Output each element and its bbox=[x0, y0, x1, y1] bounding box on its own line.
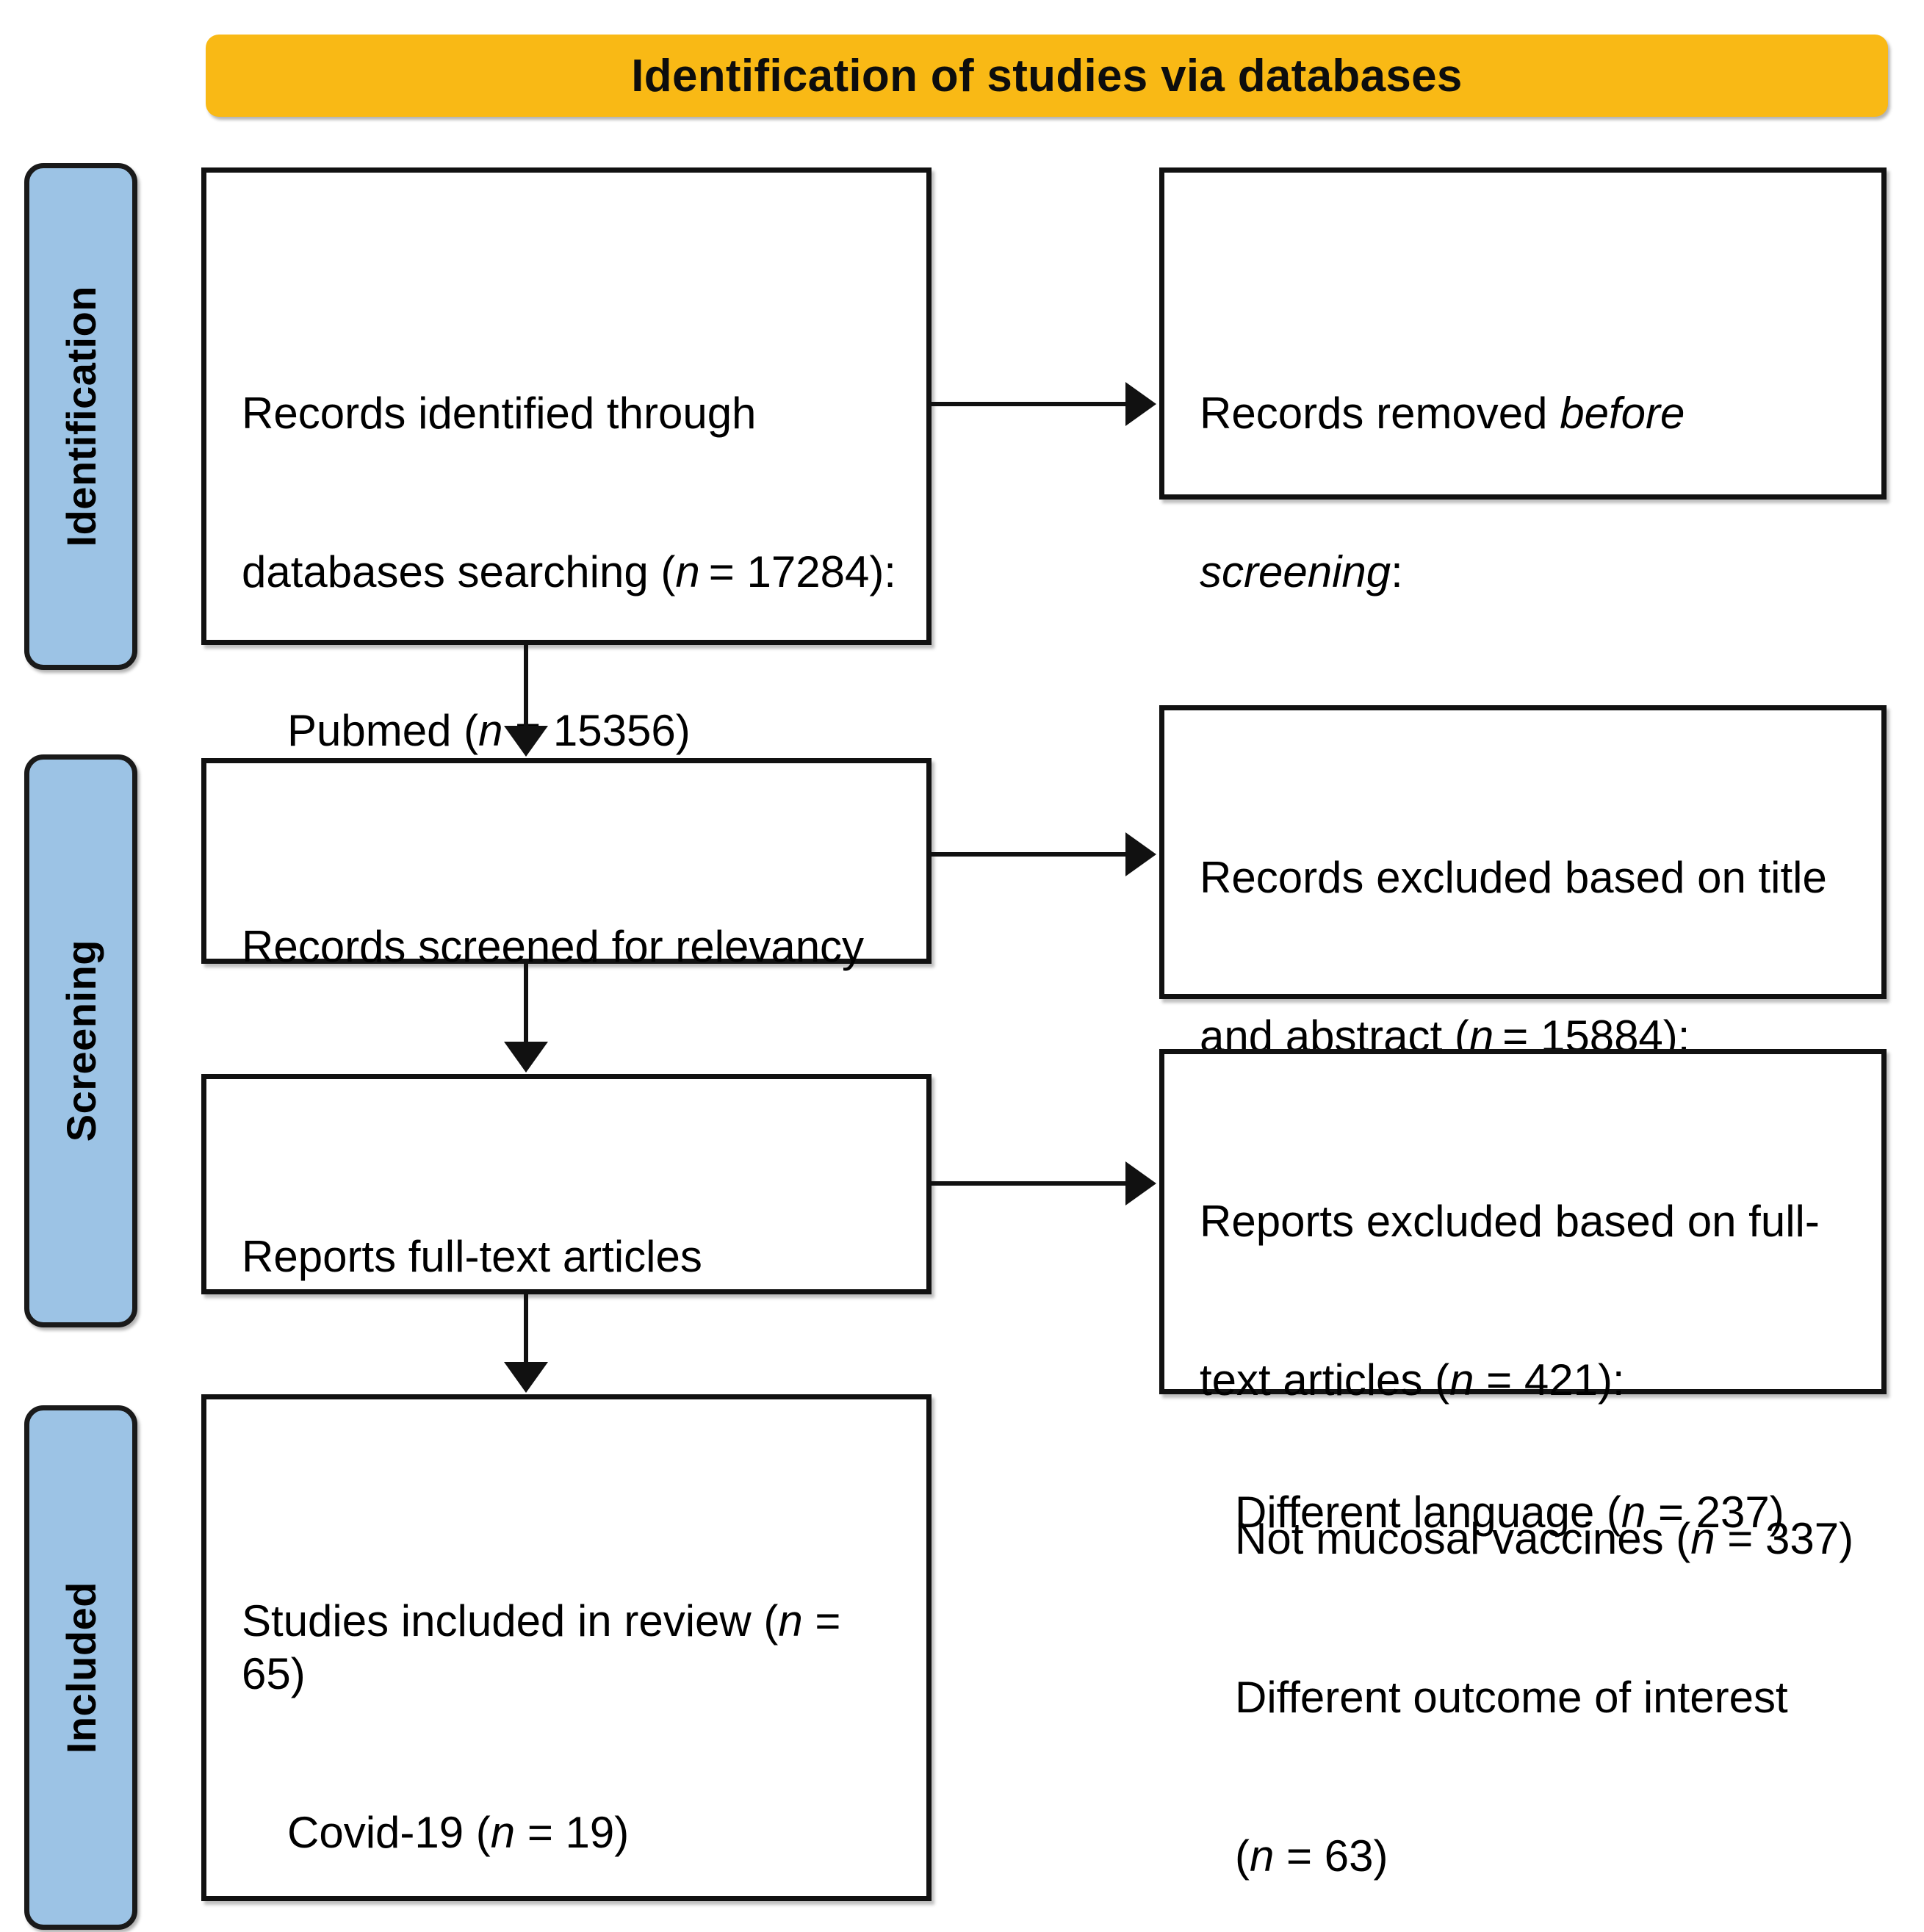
line-1: Records removed before bbox=[1200, 389, 1685, 438]
line-1: Reports full-text articles bbox=[242, 1232, 702, 1281]
line-3: Pubmed (n = 15356) bbox=[287, 706, 691, 755]
line-1: Studies included in review (n = 65) bbox=[242, 1596, 854, 1698]
line-1: Records excluded based on title bbox=[1200, 853, 1827, 902]
line-5: Different language (n = 237) bbox=[1235, 1488, 1784, 1537]
flow-box-reports-excluded-fulltext: Reports excluded based on full- text art… bbox=[1159, 1049, 1887, 1881]
line-2: Covid-19 (n = 19) bbox=[287, 1808, 630, 1857]
stage-label-screening: Screening bbox=[24, 754, 137, 1327]
diagram-header-banner: Identification of studies via databases bbox=[206, 35, 1888, 117]
line-2: screening: bbox=[1200, 547, 1403, 596]
studies-included-text: Studies included in review (n = 65) Covi… bbox=[242, 1489, 912, 1932]
line-1: Reports excluded based on full- bbox=[1200, 1197, 1820, 1246]
arrow-head-right-icon bbox=[1125, 1161, 1156, 1205]
arrow-head-right-icon bbox=[1125, 382, 1156, 426]
line-1: Records identified through bbox=[242, 389, 757, 438]
page-title: Identification of studies via databases bbox=[631, 50, 1463, 101]
connector-fulltext-to-excluded-fulltext bbox=[932, 1181, 1128, 1186]
stage-label-text: Identification bbox=[57, 286, 104, 547]
stage-label-identification: Identification bbox=[24, 163, 137, 670]
line-3: Not mucosal vaccines (n = 337) bbox=[1235, 1514, 1854, 1563]
reports-excluded-fulltext-text: Reports excluded based on full- text art… bbox=[1200, 1089, 1867, 1932]
connector-fulltext-to-included bbox=[524, 1294, 528, 1366]
connector-screened-to-fulltext bbox=[524, 964, 528, 1046]
line-2: databases searching (n = 17284): bbox=[242, 547, 896, 596]
line-2: text articles (n = 421): bbox=[1200, 1355, 1625, 1405]
flow-box-records-identified: Records identified through databases sea… bbox=[201, 167, 932, 914]
flow-box-reports-fulltext-assessed: Reports full-text articles assessed for … bbox=[201, 1074, 932, 1598]
records-identified-text: Records identified through databases sea… bbox=[242, 281, 912, 1022]
connector-screened-to-excluded-title-abstract bbox=[932, 852, 1128, 857]
stage-label-text: Included bbox=[57, 1581, 104, 1754]
connector-identified-to-removed bbox=[932, 402, 1128, 406]
line-5: (n = 63) bbox=[1235, 1831, 1388, 1881]
arrow-head-right-icon bbox=[1125, 832, 1156, 876]
stage-label-included: Included bbox=[24, 1405, 137, 1930]
arrow-head-down-icon bbox=[504, 1042, 548, 1073]
flow-box-records-screened: Records screened for relevancy (n = 1637… bbox=[201, 758, 932, 1130]
stage-label-text: Screening bbox=[57, 940, 104, 1142]
arrow-head-down-icon bbox=[504, 1362, 548, 1393]
flow-box-records-removed: Records removed before screening: Duplic… bbox=[1159, 167, 1887, 914]
line-4: Different outcome of interest bbox=[1235, 1673, 1788, 1722]
connector-identified-to-screened bbox=[524, 645, 528, 732]
flow-box-records-excluded-title-abstract: Records excluded based on title and abst… bbox=[1159, 705, 1887, 1537]
flow-box-studies-included: Studies included in review (n = 65) Covi… bbox=[201, 1394, 932, 1901]
line-1: Records screened for relevancy bbox=[242, 922, 865, 971]
arrow-head-down-icon bbox=[504, 726, 548, 757]
